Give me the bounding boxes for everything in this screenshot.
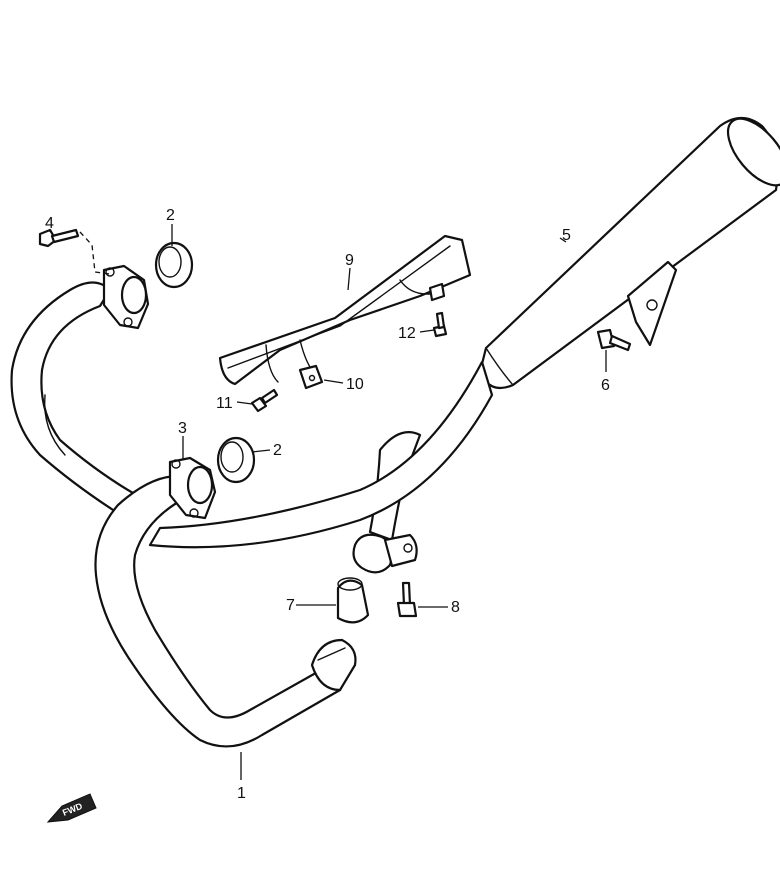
fwd-direction-badge: FWD: [46, 793, 97, 823]
bolt-part-12: [432, 311, 448, 338]
bolt-part-8: [396, 581, 418, 618]
callout-5: 5: [562, 227, 571, 244]
bolt-part-6: [596, 328, 632, 352]
leader-lines: [49, 224, 607, 780]
callout-4: 4: [45, 215, 54, 232]
flange-upper: [102, 264, 150, 330]
callout-11: 11: [216, 395, 233, 412]
gasket-part-2-upper: [154, 241, 194, 289]
bolt-part-4: [38, 228, 111, 275]
callout-2-upper: 2: [166, 207, 175, 224]
exhaust-pipe-part-1: [10, 281, 494, 748]
muffler-part-5: [478, 116, 780, 390]
callout-10: 10: [346, 376, 364, 393]
callout-8: 8: [451, 599, 460, 616]
callout-2-lower: 2: [273, 442, 282, 459]
sleeve-part-7: [336, 577, 370, 624]
heat-shield-part-9: [218, 234, 472, 390]
callout-3: 3: [178, 420, 187, 437]
callout-12: 12: [398, 325, 416, 342]
flange-part-3: [168, 456, 217, 520]
gasket-part-2-lower: [216, 436, 256, 484]
callout-labels: 1 2 2 3 4 5 6 7 8 9 10 11 12: [45, 207, 610, 802]
callout-7: 7: [286, 597, 295, 614]
callout-1: 1: [237, 785, 246, 802]
callout-9: 9: [345, 252, 354, 269]
bolt-part-11: [250, 388, 279, 413]
callout-6: 6: [601, 377, 610, 394]
